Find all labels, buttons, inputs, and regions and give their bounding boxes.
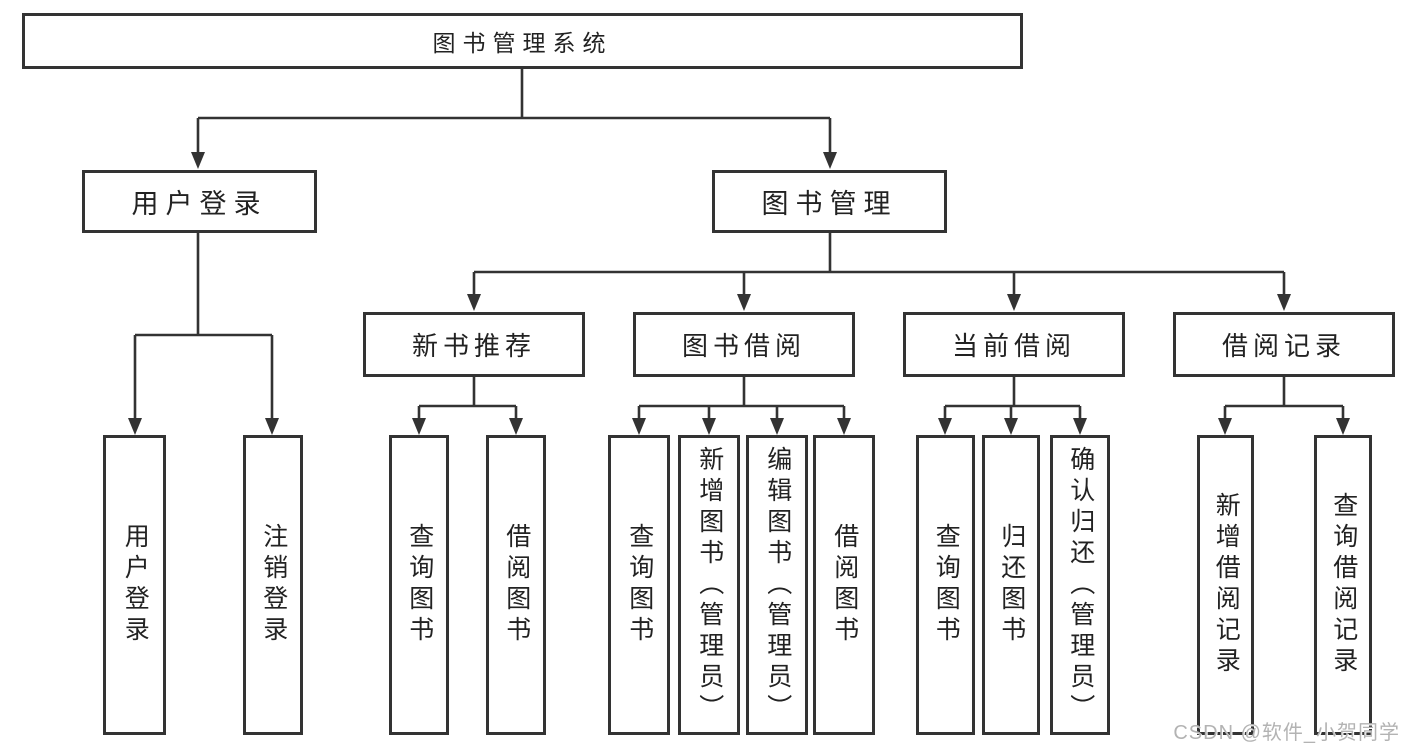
leaf-node-query-books-borrow: 查询图书 [608,435,670,735]
leaf-node-confirm-return-admin: 确认归还（管理员） [1050,435,1110,735]
branch-node-book-management: 图书管理 [712,170,947,233]
leaf-node-borrow-books-recommend: 借阅图书 [486,435,546,735]
group-node-borrow-records: 借阅记录 [1173,312,1395,377]
leaf-node-add-book-admin: 新增图书（管理员） [678,435,740,735]
leaf-node-logout: 注销登录 [243,435,303,735]
leaf-node-add-borrow-record: 新增借阅记录 [1197,435,1254,735]
root-node: 图书管理系统 [22,13,1023,69]
group-node-current-borrow: 当前借阅 [903,312,1125,377]
leaf-node-return-books: 归还图书 [982,435,1040,735]
group-node-book-borrow: 图书借阅 [633,312,855,377]
group-node-new-book-recommend: 新书推荐 [363,312,585,377]
leaf-node-borrow-books: 借阅图书 [813,435,875,735]
leaf-node-query-books-recommend: 查询图书 [389,435,449,735]
branch-node-user-login: 用户登录 [82,170,317,233]
leaf-node-edit-book-admin: 编辑图书（管理员） [746,435,808,735]
watermark: CSDN @软件_小贺同学 [1173,722,1400,744]
leaf-node-query-books-current: 查询图书 [916,435,975,735]
leaf-node-user-login: 用户登录 [103,435,166,735]
leaf-node-query-borrow-record: 查询借阅记录 [1314,435,1372,735]
